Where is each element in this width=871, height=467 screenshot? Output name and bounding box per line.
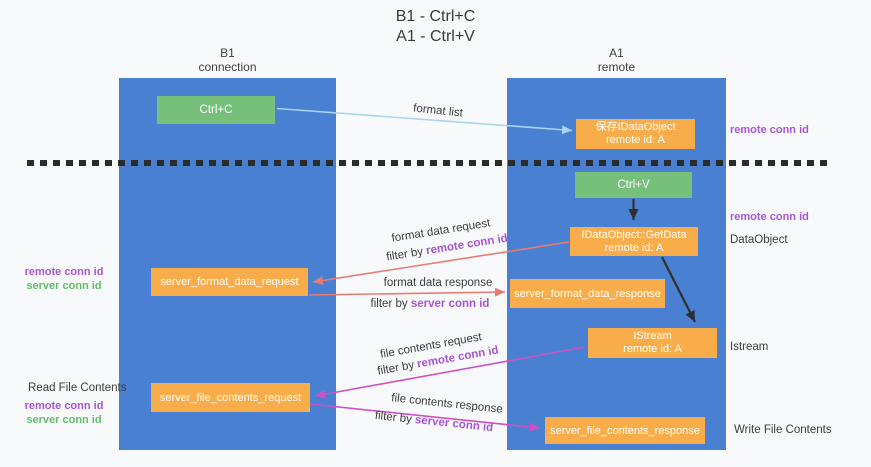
server-file-contents-request-label: server_file_contents_request [159, 391, 302, 404]
left-remote-conn-id-2: remote conn id [24, 400, 104, 412]
server-file-contents-response-label: server_file_contents_response [550, 424, 700, 437]
format-list-label: format list [412, 102, 464, 120]
format-data-response-arrow [308, 287, 506, 297]
read-file-contents-annotation: Read File Contents [28, 382, 127, 394]
lane-b1-name: B1 [220, 46, 235, 60]
format-data-response-label: format data response [383, 277, 493, 289]
lane-b1-role: connection [198, 60, 257, 74]
lane-a1-name: A1 [609, 46, 624, 60]
title-line-1: B1 - Ctrl+C [395, 8, 476, 25]
filter-by-text: filter by [370, 298, 411, 310]
server-format-data-request-label: server_format_data_request [160, 276, 299, 288]
filter-by-text: filter by [374, 409, 416, 426]
file-response-filter-label: filter by server conn id [374, 410, 493, 434]
istream-box: IStream remote id: A [588, 328, 717, 358]
ctrl-c-label: Ctrl+C [199, 104, 233, 116]
istream-line1: IStream [633, 330, 672, 342]
server-file-contents-request-box: server_file_contents_request [151, 383, 310, 412]
istream-annotation: Istream [730, 341, 769, 353]
filter-by-text: filter by [376, 358, 419, 378]
ctrl-c-box: Ctrl+C [157, 96, 275, 124]
right-remote-conn-id-2: remote conn id [730, 211, 809, 223]
phase-divider-dashed-line [27, 160, 833, 166]
write-file-contents-annotation: Write File Contents [734, 424, 832, 436]
server-format-data-response-label: server_format_data_response [514, 287, 661, 300]
server-file-contents-response-box: server_file_contents_response [545, 417, 705, 444]
lane-header-b1: B1 connection [119, 46, 336, 74]
istream-line2: remote id: A [623, 343, 682, 355]
title-line-2: A1 - Ctrl+V [396, 28, 475, 45]
dataobject-annotation: DataObject [730, 234, 788, 246]
ctrl-v-box: Ctrl+V [575, 172, 692, 198]
left-server-conn-id-2: server conn id [26, 414, 102, 426]
format-response-filter-label: filter by server conn id [371, 298, 490, 310]
getdata-line1: IDataObject::GetData [581, 228, 687, 241]
left-conn-id-group-2: remote conn id server conn id [8, 399, 120, 427]
left-remote-conn-id-1: remote conn id [24, 266, 104, 278]
lane-header-a1: A1 remote [507, 46, 726, 74]
server-format-data-response-box: server_format_data_response [510, 279, 665, 308]
filter-by-text: filter by [385, 245, 428, 264]
server-conn-id-text: server conn id [410, 298, 490, 310]
left-conn-id-group-1: remote conn id server conn id [8, 265, 120, 293]
ctrl-v-label: Ctrl+V [617, 179, 650, 191]
server-format-data-request-box: server_format_data_request [151, 268, 308, 296]
save-idataobject-box: 保存IDataObject remote id: A [576, 119, 695, 149]
diagram-title: B1 - Ctrl+C A1 - Ctrl+V [0, 7, 871, 47]
server-conn-id-text: server conn id [414, 414, 494, 435]
save-idataobject-line2: remote id: A [606, 134, 665, 146]
lane-a1-role: remote [597, 60, 636, 74]
left-server-conn-id-1: server conn id [26, 280, 102, 292]
idataobject-getdata-box: IDataObject::GetData remote id: A [570, 227, 698, 256]
save-idataobject-line1: 保存IDataObject [595, 121, 676, 133]
right-remote-conn-id-1: remote conn id [730, 124, 809, 136]
getdata-line2: remote id: A [604, 241, 664, 254]
